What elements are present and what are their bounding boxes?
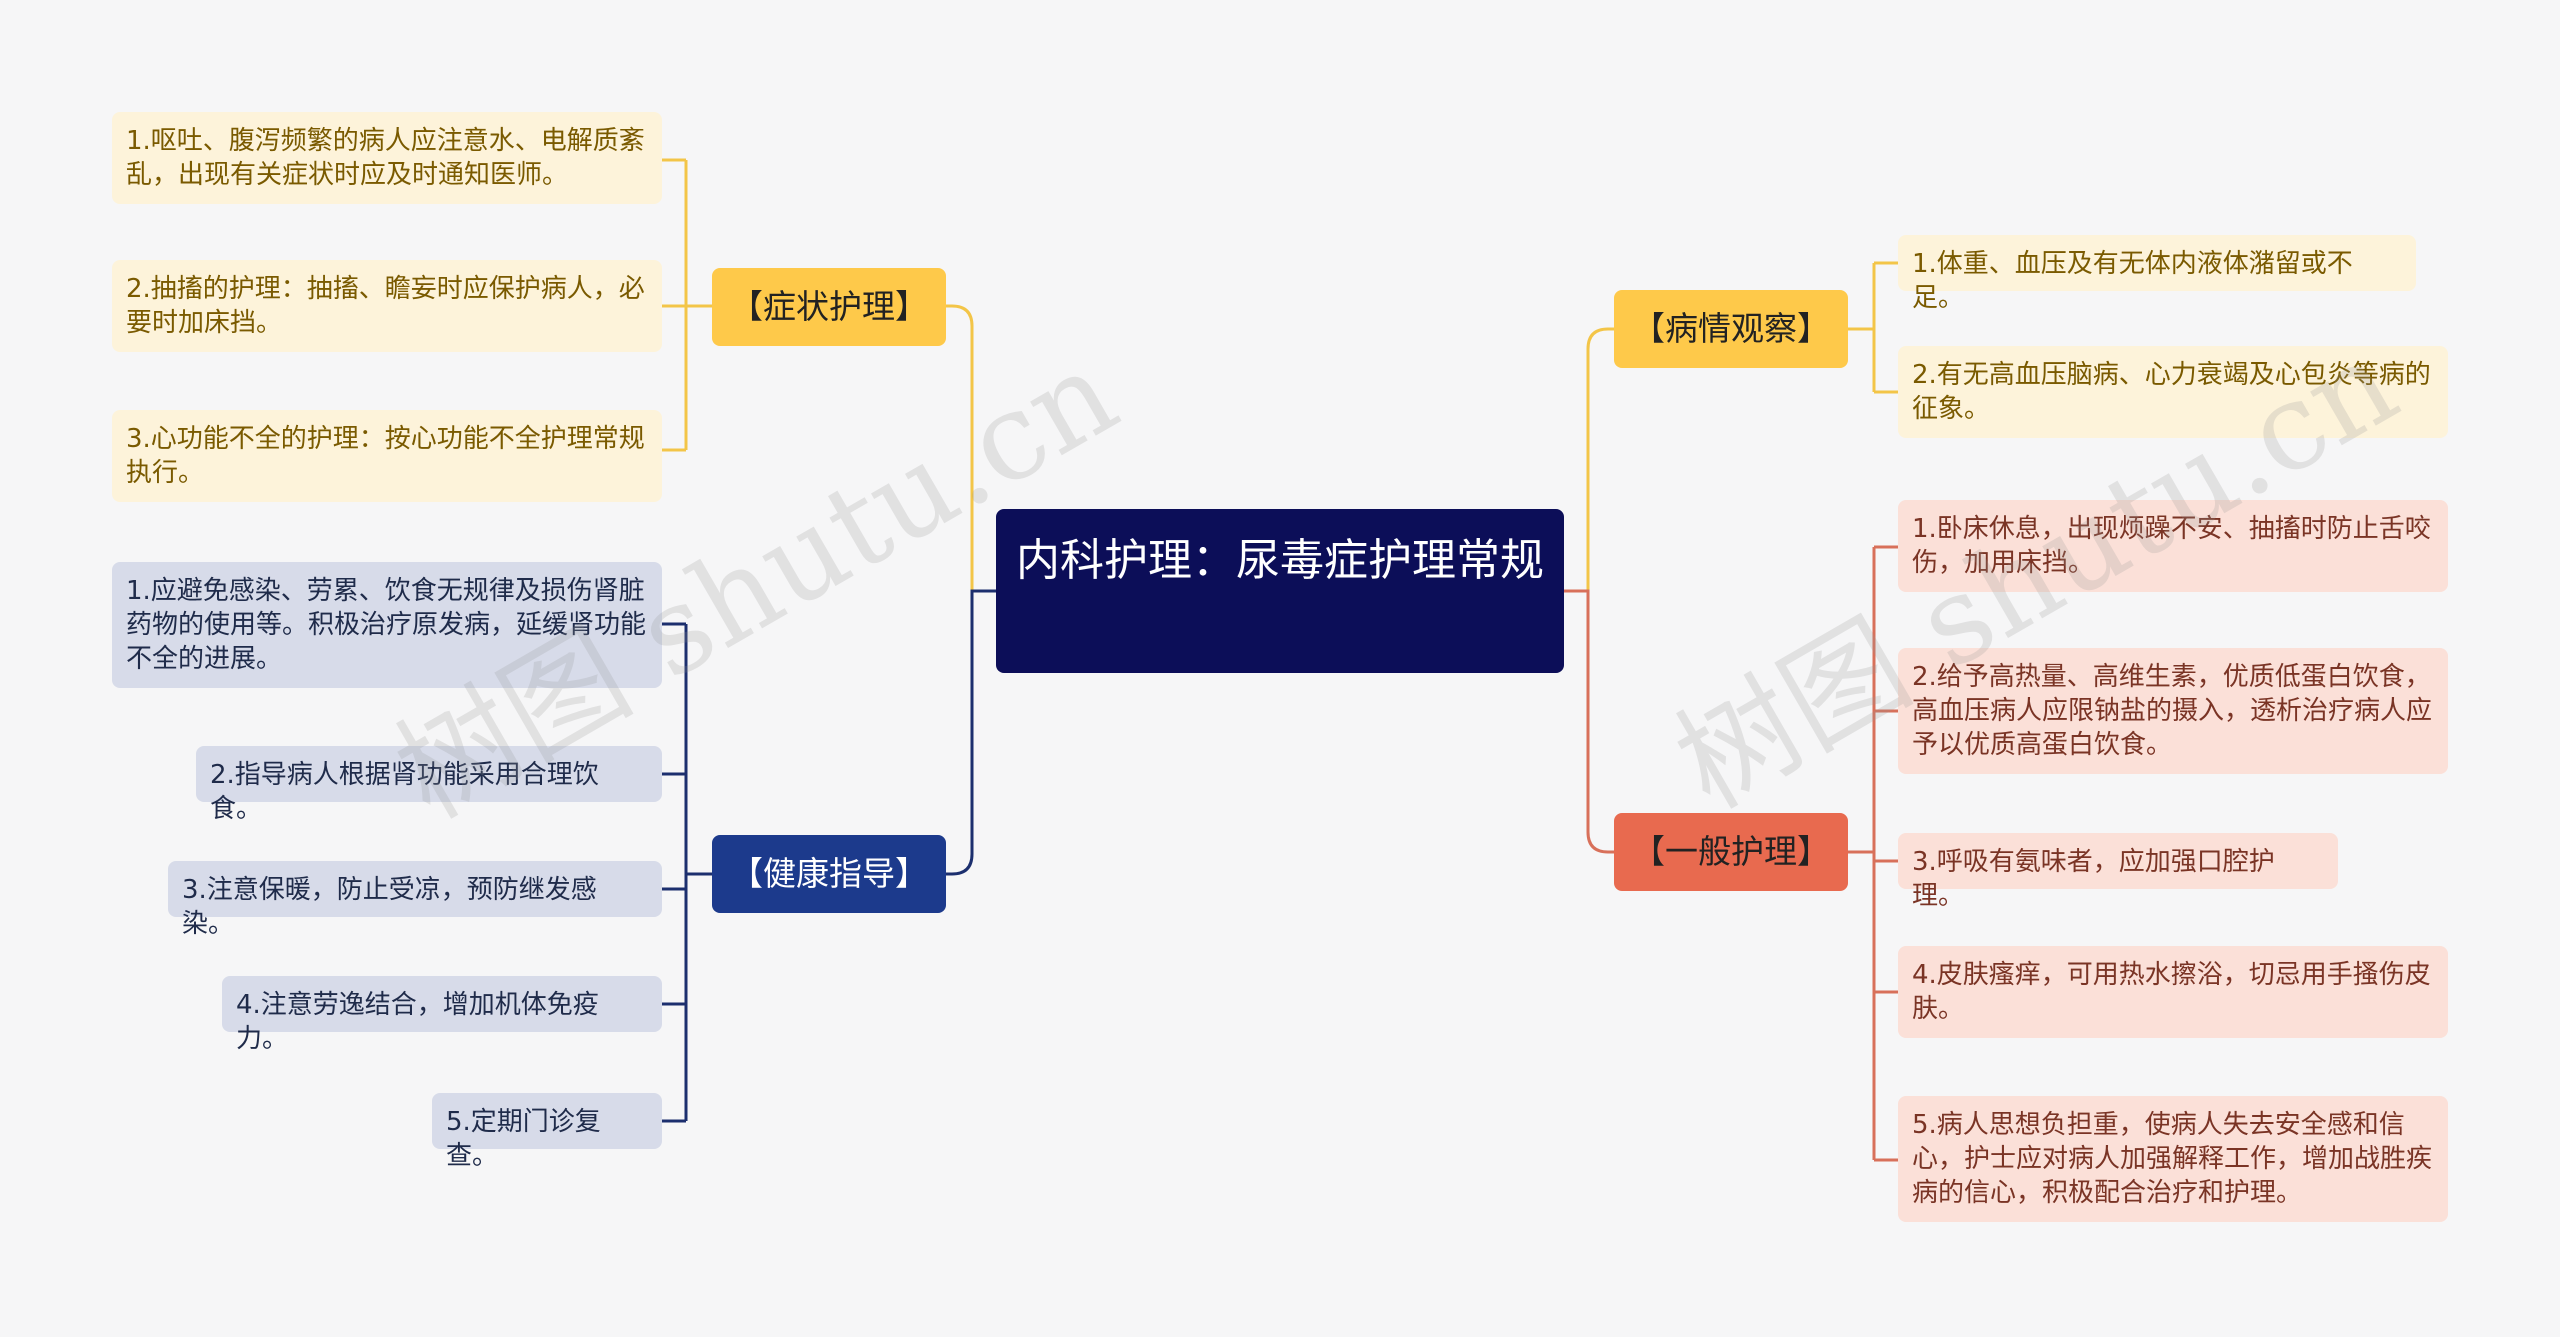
leaf-observe-1[interactable]: 1.体重、血压及有无体内液体潴留或不足。 [1898,235,2416,313]
connector-general-leaves [1848,545,1898,1162]
leaf-health-2[interactable]: 2.指导病人根据肾功能采用合理饮食。 [196,746,662,824]
connector-root-symptom [946,304,996,593]
branch-label: 【症状护理】 [730,287,928,326]
leaf-general-5[interactable]: 5.病人思想负担重，使病人失去安全感和信心，护士应对病人加强解释工作，增加战胜疾… [1898,1096,2448,1222]
branch-general-care[interactable]: 【一般护理】 [1614,813,1848,891]
connector-root-observe [1564,327,1614,593]
leaf-text: 4.皮肤瘙痒，可用热水擦浴，切忌用手搔伤皮肤。 [1912,960,2431,1024]
leaf-text: 2.有无高血压脑病、心力衰竭及心包炎等病的征象。 [1912,360,2431,424]
branch-label: 【一般护理】 [1632,832,1830,871]
leaf-general-2[interactable]: 2.给予高热量、高维生素，优质低蛋白饮食，高血压病人应限钠盐的摄入，透析治疗病人… [1898,648,2448,774]
leaf-text: 3.呼吸有氨味者，应加强口腔护理。 [1912,847,2275,911]
leaf-health-3[interactable]: 3.注意保暖，防止受凉，预防继发感染。 [168,861,662,939]
connector-observe-leaves [1848,261,1898,394]
leaf-text: 1.卧床休息，出现烦躁不安、抽搐时防止舌咬伤，加用床挡。 [1912,514,2431,578]
leaf-text: 1.应避免感染、劳累、饮食无规律及损伤肾脏药物的使用等。积极治疗原发病，延缓肾功… [126,576,647,674]
leaf-health-4[interactable]: 4.注意劳逸结合，增加机体免疫力。 [222,976,662,1054]
branch-condition-observation[interactable]: 【病情观察】 [1614,290,1848,368]
leaf-text: 1.体重、血压及有无体内液体潴留或不足。 [1912,249,2353,313]
leaf-symptom-1[interactable]: 1.呕吐、腹泻频繁的病人应注意水、电解质紊乱，出现有关症状时应及时通知医师。 [112,112,662,204]
leaf-text: 2.指导病人根据肾功能采用合理饮食。 [210,760,599,824]
connector-root-general [1564,589,1614,854]
leaf-text: 2.给予高热量、高维生素，优质低蛋白饮食，高血压病人应限钠盐的摄入，透析治疗病人… [1912,662,2433,760]
branch-label: 【病情观察】 [1632,309,1830,348]
leaf-text: 5.定期门诊复查。 [446,1107,601,1171]
root-topic[interactable]: 内科护理：尿毒症护理常规 [996,509,1564,673]
branch-symptom-care[interactable]: 【症状护理】 [712,268,946,346]
branch-label: 【健康指导】 [730,854,928,893]
connector-root-health [946,589,996,876]
leaf-text: 3.注意保暖，防止受凉，预防继发感染。 [182,875,597,939]
leaf-observe-2[interactable]: 2.有无高血压脑病、心力衰竭及心包炎等病的征象。 [1898,346,2448,438]
leaf-symptom-3[interactable]: 3.心功能不全的护理：按心功能不全护理常规执行。 [112,410,662,502]
leaf-text: 1.呕吐、腹泻频繁的病人应注意水、电解质紊乱，出现有关症状时应及时通知医师。 [126,126,645,190]
leaf-health-1[interactable]: 1.应避免感染、劳累、饮食无规律及损伤肾脏药物的使用等。积极治疗原发病，延缓肾功… [112,562,662,688]
leaf-general-1[interactable]: 1.卧床休息，出现烦躁不安、抽搐时防止舌咬伤，加用床挡。 [1898,500,2448,592]
leaf-text: 4.注意劳逸结合，增加机体免疫力。 [236,990,599,1054]
leaf-text: 5.病人思想负担重，使病人失去安全感和信心，护士应对病人加强解释工作，增加战胜疾… [1912,1110,2433,1208]
leaf-general-4[interactable]: 4.皮肤瘙痒，可用热水擦浴，切忌用手搔伤皮肤。 [1898,946,2448,1038]
leaf-health-5[interactable]: 5.定期门诊复查。 [432,1093,662,1171]
leaf-text: 3.心功能不全的护理：按心功能不全护理常规执行。 [126,424,645,488]
connector-symptom-leaves [662,158,712,452]
leaf-text: 2.抽搐的护理：抽搐、瞻妄时应保护病人，必要时加床挡。 [126,274,645,338]
leaf-symptom-2[interactable]: 2.抽搐的护理：抽搐、瞻妄时应保护病人，必要时加床挡。 [112,260,662,352]
connector-health-leaves [662,622,712,1123]
branch-health-guidance[interactable]: 【健康指导】 [712,835,946,913]
root-topic-label: 内科护理：尿毒症护理常规 [1016,535,1544,586]
leaf-general-3[interactable]: 3.呼吸有氨味者，应加强口腔护理。 [1898,833,2338,911]
